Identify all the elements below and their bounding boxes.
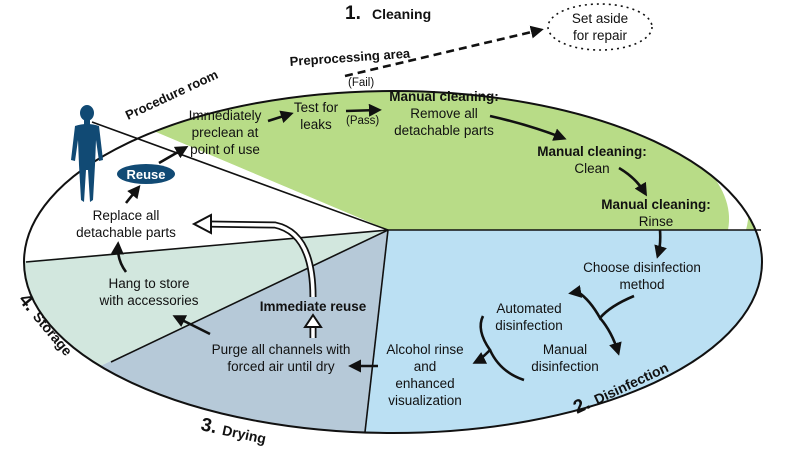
step-leak-test: Test for leaks xyxy=(294,100,339,132)
reuse-badge: Reuse xyxy=(117,164,175,184)
step-automated-disinfection: Automated disinfection xyxy=(495,301,563,333)
step-line: Purge all channels with xyxy=(212,342,351,357)
step-line: forced air until dry xyxy=(227,359,335,374)
step-manual-clean: Manual cleaning: Clean xyxy=(537,144,647,176)
preprocessing-area-label: Preprocessing area xyxy=(289,46,411,69)
step-line: detachable parts xyxy=(394,123,494,138)
step-hang: Hang to store with accessories xyxy=(98,276,198,308)
step-choose-method: Choose disinfection method xyxy=(583,260,701,292)
fail-label: (Fail) xyxy=(348,77,374,89)
step-line: and xyxy=(414,359,437,374)
step-line: Hang to store xyxy=(108,276,189,291)
step-line: Test for xyxy=(294,100,339,115)
step-title: Manual cleaning: xyxy=(601,197,711,212)
stage-label: Drying xyxy=(221,422,268,447)
arrow-purge-to-hang xyxy=(172,315,211,336)
step-line: Manual xyxy=(543,342,587,357)
step-line: detachable parts xyxy=(76,225,176,240)
arrow-remove-to-clean xyxy=(489,114,567,141)
step-line: Choose disinfection xyxy=(583,260,701,275)
arrow-replace-to-reuse xyxy=(124,184,141,204)
step-line: Automated xyxy=(496,301,561,316)
step-preclean: Immediately preclean at point of use xyxy=(189,108,262,157)
arrow-to-automated xyxy=(568,285,635,321)
step-manual-rinse: Manual cleaning: Rinse xyxy=(601,197,711,229)
arrow-pass xyxy=(345,103,382,117)
stage-label: Cleaning xyxy=(372,6,431,22)
arrow-purge-to-immediate-reuse xyxy=(303,313,323,338)
step-line: visualization xyxy=(388,393,462,408)
segment-cleaning xyxy=(80,91,762,230)
stage-number: 1. xyxy=(345,3,361,24)
step-line: preclean at xyxy=(192,125,259,140)
step-line: Alcohol rinse xyxy=(386,342,463,357)
step-line: Replace all xyxy=(93,208,160,223)
immediate-reuse-label: Immediate reuse xyxy=(260,299,367,314)
step-line: Set aside xyxy=(572,11,628,26)
arrow-fail-to-repair xyxy=(344,25,544,78)
arrow-manual-to-alcohol xyxy=(488,349,525,382)
arrow-clean-to-rinse xyxy=(618,166,648,197)
step-line: for repair xyxy=(573,28,628,43)
step-line: enhanced xyxy=(395,376,454,391)
arrow-rinse-to-choose xyxy=(654,229,667,259)
arrow-preclean-to-leak xyxy=(267,110,294,123)
step-purge: Purge all channels with forced air until… xyxy=(212,342,351,374)
pass-label: (Pass) xyxy=(346,115,379,127)
divider-reuse-cleaning xyxy=(91,121,389,231)
stage-number: 3. xyxy=(199,414,219,438)
stage-title-cleaning: 1. Cleaning xyxy=(345,3,431,24)
step-line: Immediately xyxy=(189,108,262,123)
human-figure-icon xyxy=(71,105,103,202)
reuse-label: Reuse xyxy=(126,167,165,182)
step-line: with accessories xyxy=(98,293,198,308)
divider-storage-reuse xyxy=(25,229,389,263)
step-title: Manual cleaning: xyxy=(389,89,499,104)
step-alcohol-rinse: Alcohol rinse and enhanced visualization xyxy=(386,342,463,408)
divider-disinfection-drying xyxy=(364,229,389,433)
step-line: Rinse xyxy=(639,214,674,229)
arrow-to-manual xyxy=(599,317,622,356)
repair-node: Set aside for repair xyxy=(547,3,653,51)
step-manual-disinfection: Manual disinfection xyxy=(531,342,599,374)
step-line: disinfection xyxy=(531,359,599,374)
step-line: method xyxy=(619,277,664,292)
step-line: Remove all xyxy=(410,106,478,121)
cycle-outline xyxy=(23,90,763,434)
step-manual-remove: Manual cleaning: Remove all detachable p… xyxy=(389,89,499,138)
arrow-hang-to-replace xyxy=(110,241,128,273)
arrow-immediate-reuse-to-replace xyxy=(191,213,317,298)
step-line: leaks xyxy=(300,117,332,132)
step-line: point of use xyxy=(190,142,260,157)
segment-storage xyxy=(24,230,388,385)
step-line: disinfection xyxy=(495,318,563,333)
step-replace: Replace all detachable parts xyxy=(76,208,176,240)
divider-drying-storage xyxy=(110,229,389,363)
arrow-reuse-to-preclean xyxy=(158,146,189,165)
step-title: Manual cleaning: xyxy=(537,144,647,159)
step-line: Clean xyxy=(574,161,609,176)
